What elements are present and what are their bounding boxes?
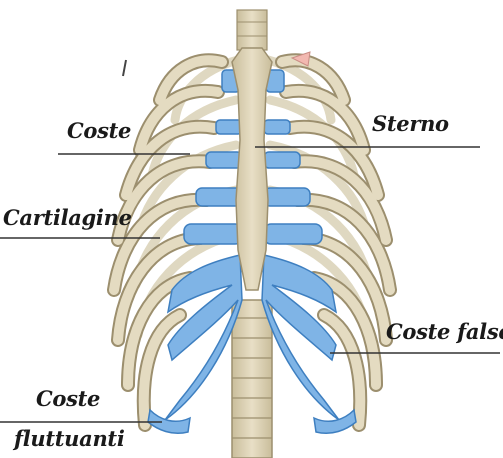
label-cartilagine: Cartilagine (3, 207, 132, 228)
stray-mark (123, 60, 126, 76)
label-coste: Coste (67, 120, 131, 141)
label-coste-fluttuanti-line2: fluttuanti (14, 428, 125, 449)
label-coste-false: Coste false (386, 321, 503, 342)
label-sterno: Sterno (372, 113, 449, 134)
label-coste-fluttuanti-line1: Coste (36, 388, 100, 409)
sternum-bone (232, 48, 272, 290)
